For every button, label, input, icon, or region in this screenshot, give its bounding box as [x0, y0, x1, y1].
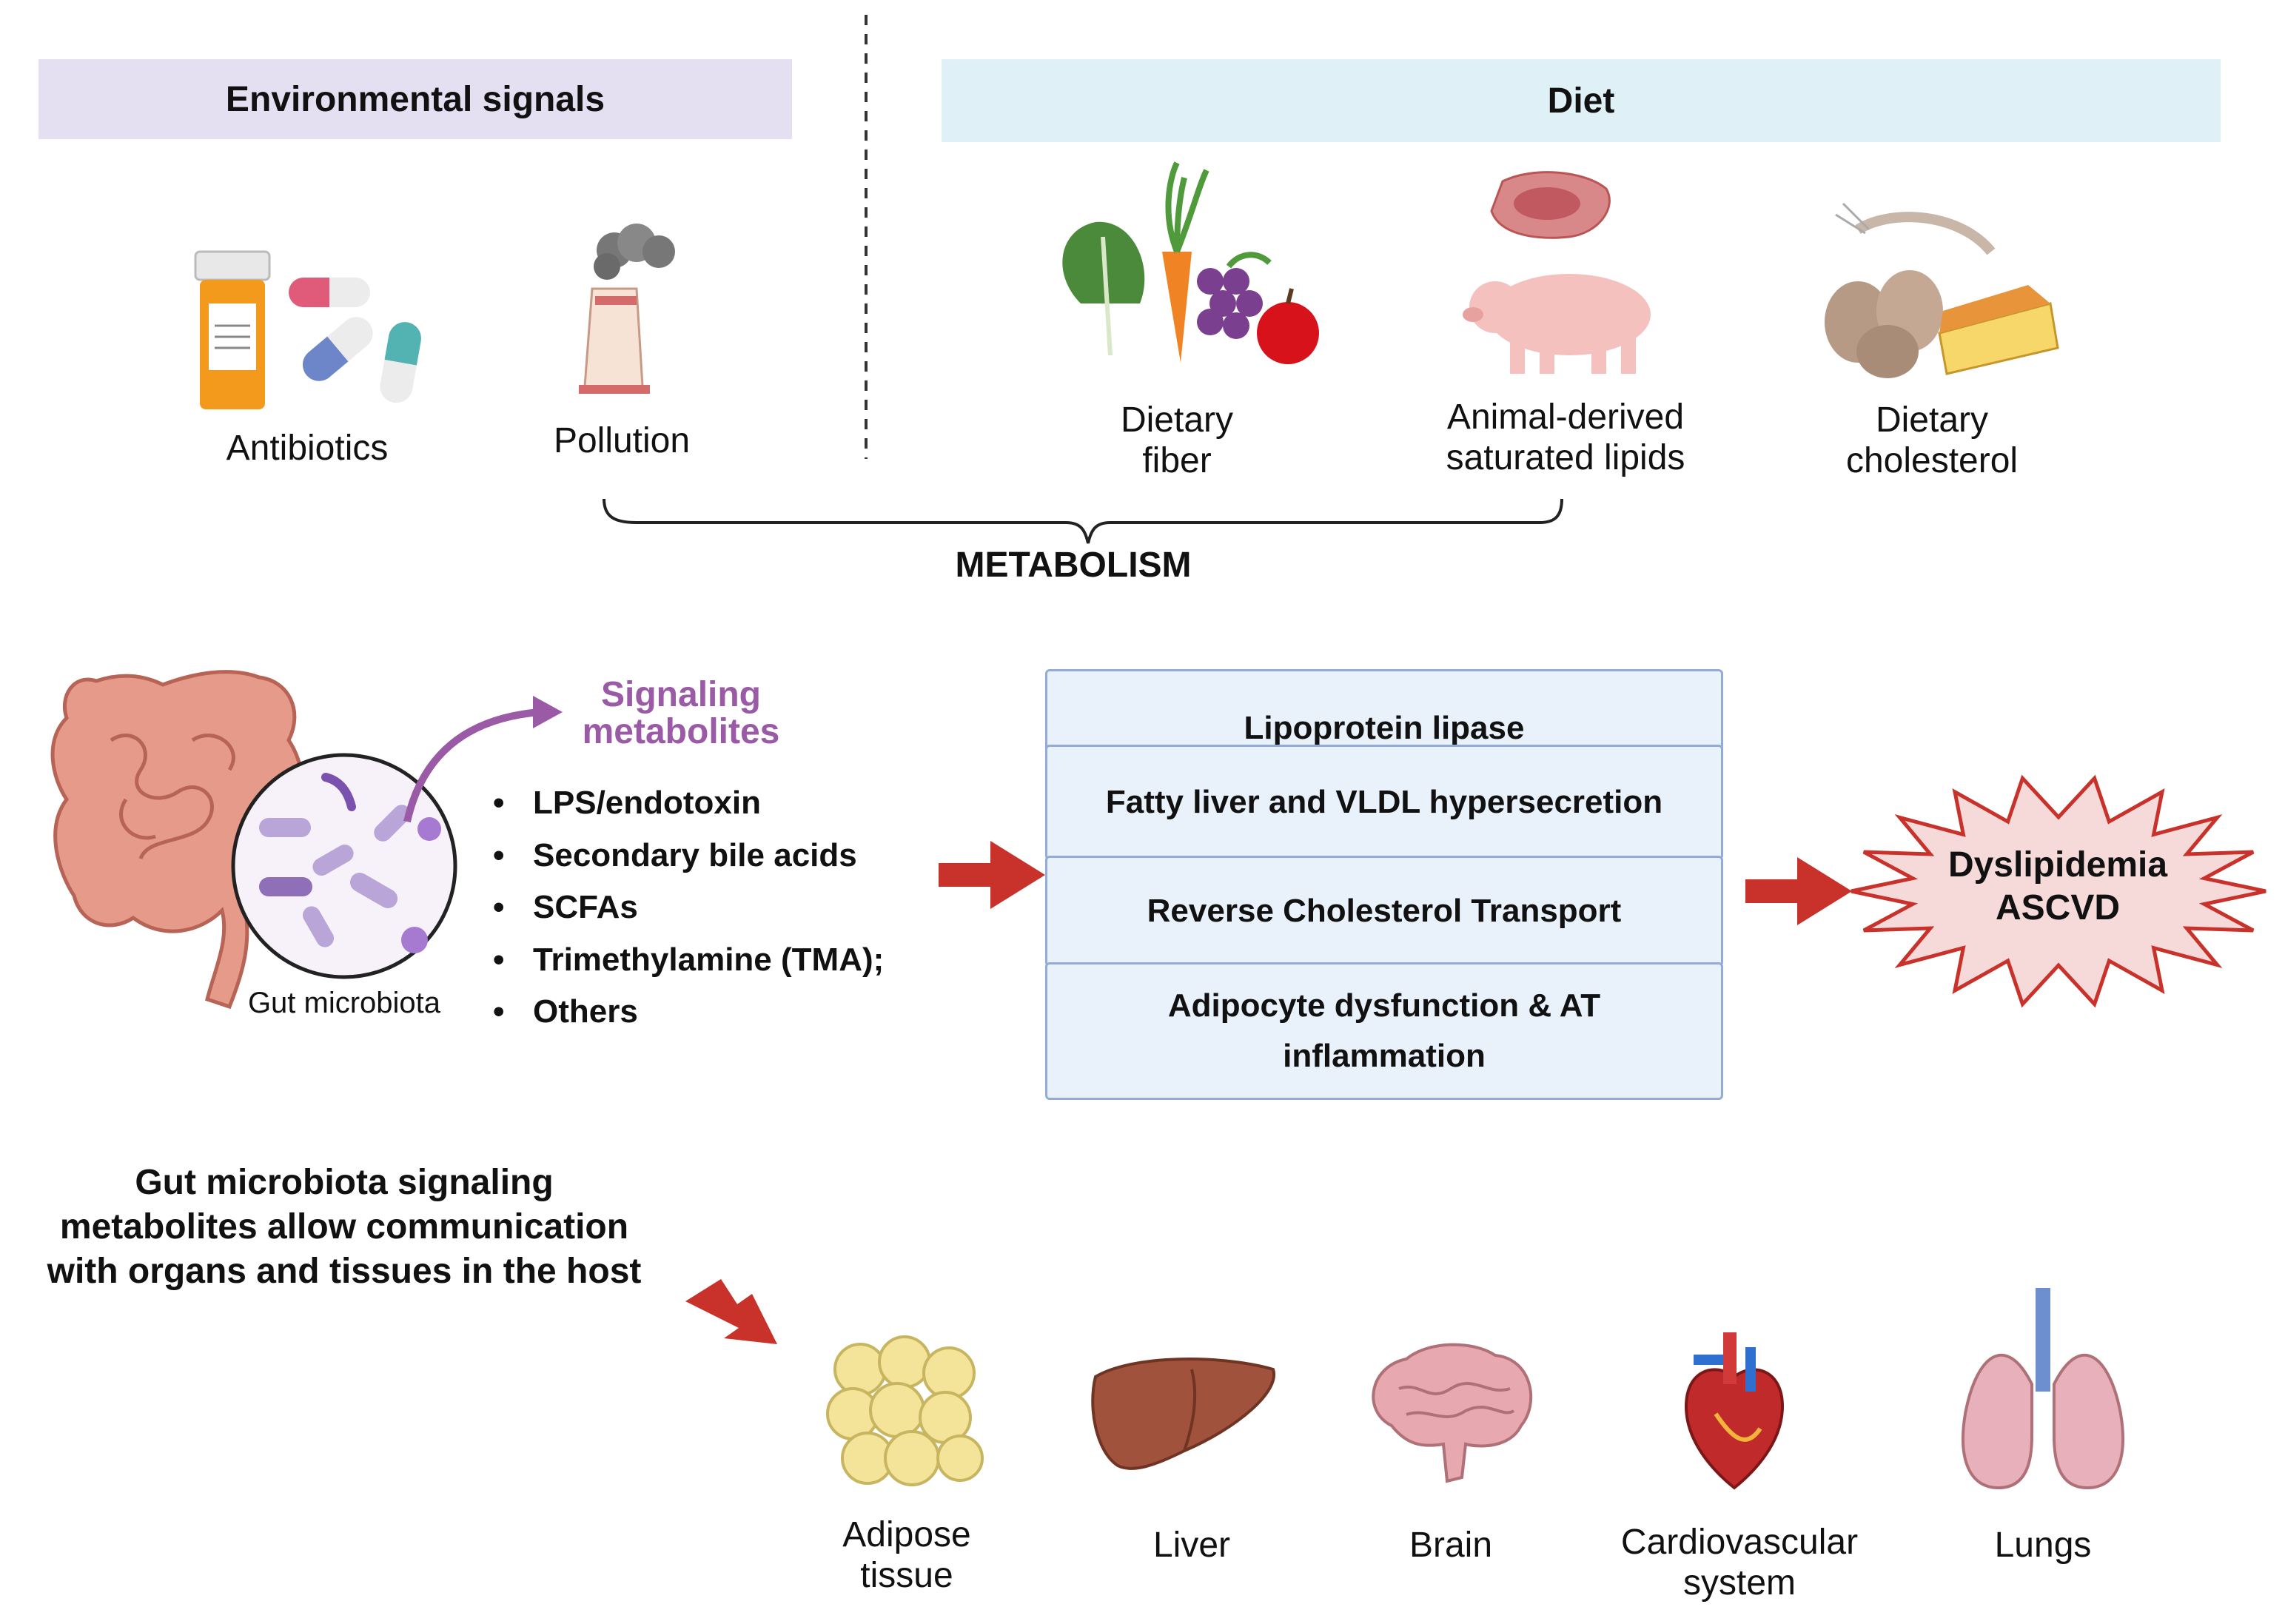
- mechanism-label: Reverse Cholesterol Transport: [1147, 892, 1622, 929]
- metabolite-list: LPS/endotoxin Secondary bile acids SCFAs…: [489, 777, 884, 1039]
- dietary-fiber-line2: fiber: [1142, 441, 1212, 481]
- antibiotics-label: Antibiotics: [226, 429, 389, 468]
- metabolism-label: METABOLISM: [955, 546, 1192, 585]
- dietary-fiber-label: Dietary fiber: [1066, 400, 1288, 481]
- list-item: Trimethylamine (TMA);: [489, 934, 884, 987]
- mechanism-adipocyte: Adipocyte dysfunction & AT inflammation: [1045, 962, 1723, 1100]
- adipose-line2: tissue: [860, 1556, 953, 1596]
- list-item: Secondary bile acids: [489, 830, 884, 882]
- brain-icon: [1372, 1343, 1533, 1483]
- meat-pig-icon: [1463, 171, 1651, 374]
- factory-pollution-icon: [579, 224, 675, 394]
- microbiota-magnifier-icon: [231, 753, 457, 979]
- liver-icon: [1091, 1358, 1276, 1470]
- metabolism-brace: [603, 498, 1563, 544]
- red-arrow-icon: [685, 1279, 777, 1344]
- diet-title: Diet: [1547, 81, 1615, 121]
- mechanism-label: Lipoprotein lipase: [1244, 709, 1525, 746]
- communication-line3: with organs and tissues in the host: [47, 1252, 642, 1291]
- outcome-line2: ASCVD: [1995, 888, 2121, 927]
- liver-label: Liver: [1152, 1526, 1231, 1565]
- dietary-fiber-line1: Dietary: [1120, 400, 1234, 440]
- diet-header: Diet: [942, 59, 2221, 142]
- red-arrow-icon: [939, 841, 1045, 909]
- lungs-label: Lungs: [1994, 1526, 2092, 1565]
- animal-lipids-line1: Animal-derived: [1446, 397, 1685, 437]
- adipose-tissue-label: Adipose tissue: [799, 1514, 1014, 1596]
- animal-lipids-line2: saturated lipids: [1446, 438, 1685, 478]
- signaling-arrow-icon: [403, 696, 563, 823]
- mechanism-reverse-cholesterol: Reverse Cholesterol Transport: [1045, 856, 1723, 967]
- adipose-line1: Adipose: [842, 1515, 971, 1554]
- outcome-starburst: [1851, 774, 2266, 1008]
- brain-label: Brain: [1409, 1526, 1493, 1565]
- eggs-shrimp-cheese-icon: [1825, 202, 2059, 378]
- section-divider: [865, 15, 868, 459]
- cardio-line2: system: [1682, 1563, 1796, 1603]
- environmental-signals-title: Environmental signals: [225, 79, 605, 119]
- signaling-line2: metabolites: [582, 712, 780, 752]
- list-item: LPS/endotoxin: [489, 777, 884, 830]
- pill-bottle-icon: [194, 250, 421, 409]
- mechanism-fatty-liver: Fatty liver and VLDL hypersecretion: [1045, 745, 1723, 860]
- pollution-label: Pollution: [553, 421, 691, 460]
- communication-text: Gut microbiota signaling metabolites all…: [7, 1161, 681, 1294]
- list-item: SCFAs: [489, 882, 884, 934]
- list-item: Others: [489, 986, 884, 1039]
- communication-line2: metabolites allow communication: [59, 1207, 629, 1246]
- heart-icon: [1684, 1332, 1785, 1490]
- animal-lipids-label: Animal-derived saturated lipids: [1392, 397, 1739, 478]
- mechanism-label: Fatty liver and VLDL hypersecretion: [1105, 783, 1663, 820]
- cardiovascular-label: Cardiovascular system: [1591, 1522, 1888, 1603]
- lungs-icon: [1962, 1288, 2124, 1490]
- red-arrow-icon: [1745, 857, 1852, 925]
- dietary-cholesterol-label: Dietary cholesterol: [1821, 400, 2043, 481]
- signaling-line1: Signaling: [601, 675, 761, 714]
- dietary-cholesterol-line2: cholesterol: [1845, 441, 2019, 481]
- cardio-line1: Cardiovascular: [1620, 1523, 1859, 1562]
- gut-microbiota-caption: Gut microbiota: [247, 987, 441, 1019]
- outcome-label: Dyslipidemia ASCVD: [1895, 844, 2221, 929]
- signaling-metabolites-title: Signaling metabolites: [548, 675, 814, 752]
- dietary-cholesterol-line1: Dietary: [1875, 400, 1989, 440]
- intestine-icon: [50, 670, 305, 1010]
- adipose-tissue-icon: [826, 1335, 984, 1486]
- environmental-signals-header: Environmental signals: [38, 59, 792, 139]
- communication-line1: Gut microbiota signaling: [135, 1163, 554, 1202]
- mechanism-label: Adipocyte dysfunction & AT inflammation: [1167, 987, 1601, 1074]
- outcome-line1: Dyslipidemia: [1947, 845, 2168, 885]
- fruits-vegetables-icon: [1062, 161, 1319, 364]
